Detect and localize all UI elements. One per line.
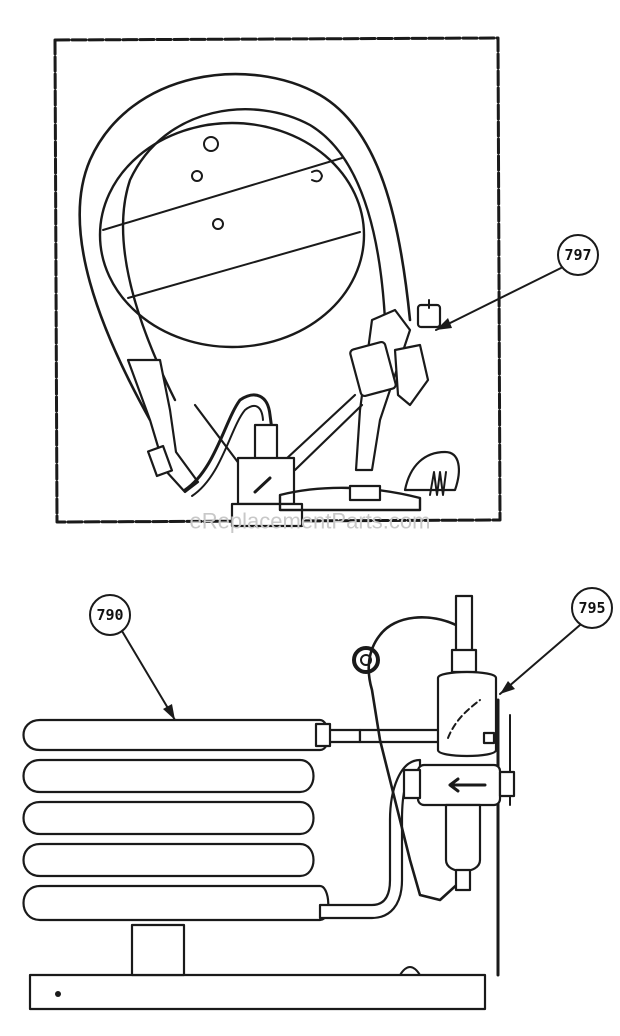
callout-797[interactable]: 797: [435, 234, 599, 331]
disc-hole: [212, 218, 224, 230]
sensor-coil: [429, 471, 447, 496]
bottom-assembly: [22, 594, 516, 1011]
callout-bubble: [89, 594, 131, 636]
base-rail-notch: [399, 966, 421, 976]
disc-clip: [311, 169, 323, 183]
callout-leader: [499, 624, 581, 695]
valve-arc: [447, 699, 481, 739]
support-post: [130, 923, 186, 977]
solenoid-fitting-right: [498, 770, 516, 798]
solenoid-fitting: [402, 768, 422, 800]
callout-label: 795: [578, 599, 605, 617]
coil-outlet-fitting: [314, 722, 332, 748]
coil-pass: [22, 884, 330, 922]
right-tube-2: [393, 343, 430, 407]
capillary-wire: [367, 616, 464, 902]
valve-top-collar: [450, 648, 478, 674]
expansion-valve-body: [349, 340, 397, 398]
callout-label: 797: [564, 246, 591, 264]
callout-arrowhead: [436, 318, 452, 330]
left-tube: [126, 358, 200, 494]
coil-outlet-line: [358, 728, 444, 744]
valve-block-neck: [253, 423, 279, 463]
top-frame: [53, 36, 502, 524]
coil-tube-inner: [121, 108, 387, 402]
top-assembly: [53, 36, 502, 528]
valve-lug: [482, 731, 496, 745]
left-tube-fitting: [146, 444, 174, 478]
capillary-loop-inner: [360, 654, 372, 666]
coil-pass: [22, 758, 315, 794]
valve-top-tube: [454, 594, 474, 658]
disc-band-lower: [127, 231, 361, 299]
callout-bubble: [557, 234, 599, 276]
base-rail-hole: [55, 991, 61, 997]
valve-body: [436, 670, 498, 758]
coil-pass: [22, 842, 315, 878]
disc: [98, 121, 366, 349]
strut: [283, 393, 357, 462]
disc-hole: [191, 170, 203, 182]
filter-outlet: [454, 868, 472, 892]
callout-795[interactable]: 795: [499, 587, 613, 695]
coil-tube-outer: [78, 72, 412, 422]
bottom-fitting: [348, 484, 382, 502]
filter-drier: [444, 803, 482, 873]
watermark: eReplacementParts.com: [190, 509, 431, 534]
capillary-tube-2: [191, 404, 264, 497]
callout-arrowhead: [500, 681, 515, 694]
callout-leader: [435, 267, 562, 331]
solenoid-arrow: [448, 777, 487, 793]
capillary-loop: [352, 646, 380, 674]
serpentine-coil: [22, 718, 330, 922]
callout-arrowhead: [163, 704, 175, 720]
coil-pass: [22, 718, 330, 752]
capillary-tube: [183, 393, 274, 492]
valve-assembly: [402, 594, 516, 892]
valve-block-arrow: [253, 476, 272, 494]
callout-leader: [121, 630, 176, 721]
strut: [193, 403, 242, 467]
disc-hole: [203, 136, 219, 152]
callout-790[interactable]: 790: [89, 594, 176, 721]
callout-label: 790: [96, 606, 123, 624]
base-rail: [28, 973, 487, 1011]
coil-pass: [22, 800, 315, 836]
disc-band-upper: [102, 157, 343, 231]
strut: [293, 403, 364, 472]
callout-bubble: [571, 587, 613, 629]
